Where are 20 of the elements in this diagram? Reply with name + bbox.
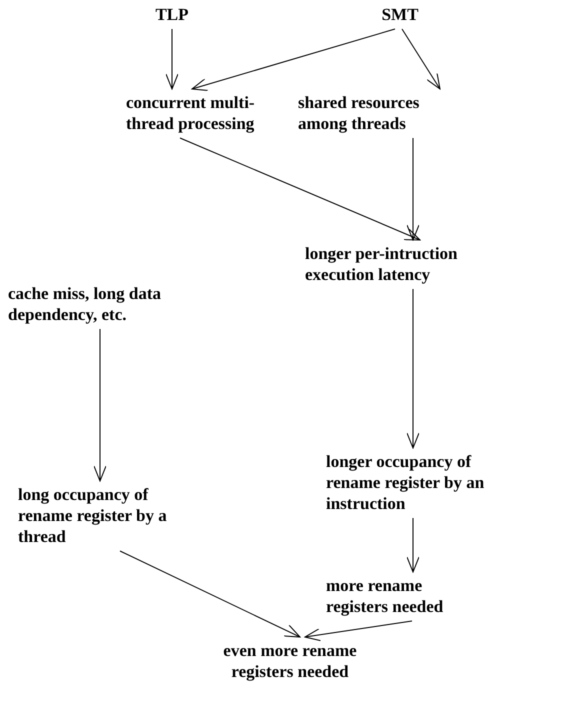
arrow — [402, 28, 440, 90]
node-label: long occupancy of rename register by a thread — [18, 484, 193, 547]
node-label: longer occupancy of rename register by an instruction — [326, 451, 516, 514]
arrow — [406, 288, 420, 448]
node-label: shared resources among threads — [298, 92, 448, 134]
node-label: even more rename registers needed — [200, 640, 380, 682]
node-label: more rename registers needed — [326, 575, 456, 617]
node-label: cache miss, long data dependency, etc. — [8, 283, 198, 325]
node-label: concurrent multi- thread processing — [126, 92, 278, 134]
node-label: SMT — [365, 4, 435, 25]
arrow — [120, 550, 300, 638]
arrow — [192, 28, 396, 91]
node-label: longer per-intruction execution latency — [305, 243, 515, 285]
node-label: TLP — [142, 4, 202, 25]
arrow — [94, 328, 106, 482]
arrow — [166, 28, 178, 90]
arrow — [180, 138, 420, 240]
arrow — [406, 518, 420, 572]
arrow — [304, 620, 412, 642]
arrow — [406, 138, 420, 240]
